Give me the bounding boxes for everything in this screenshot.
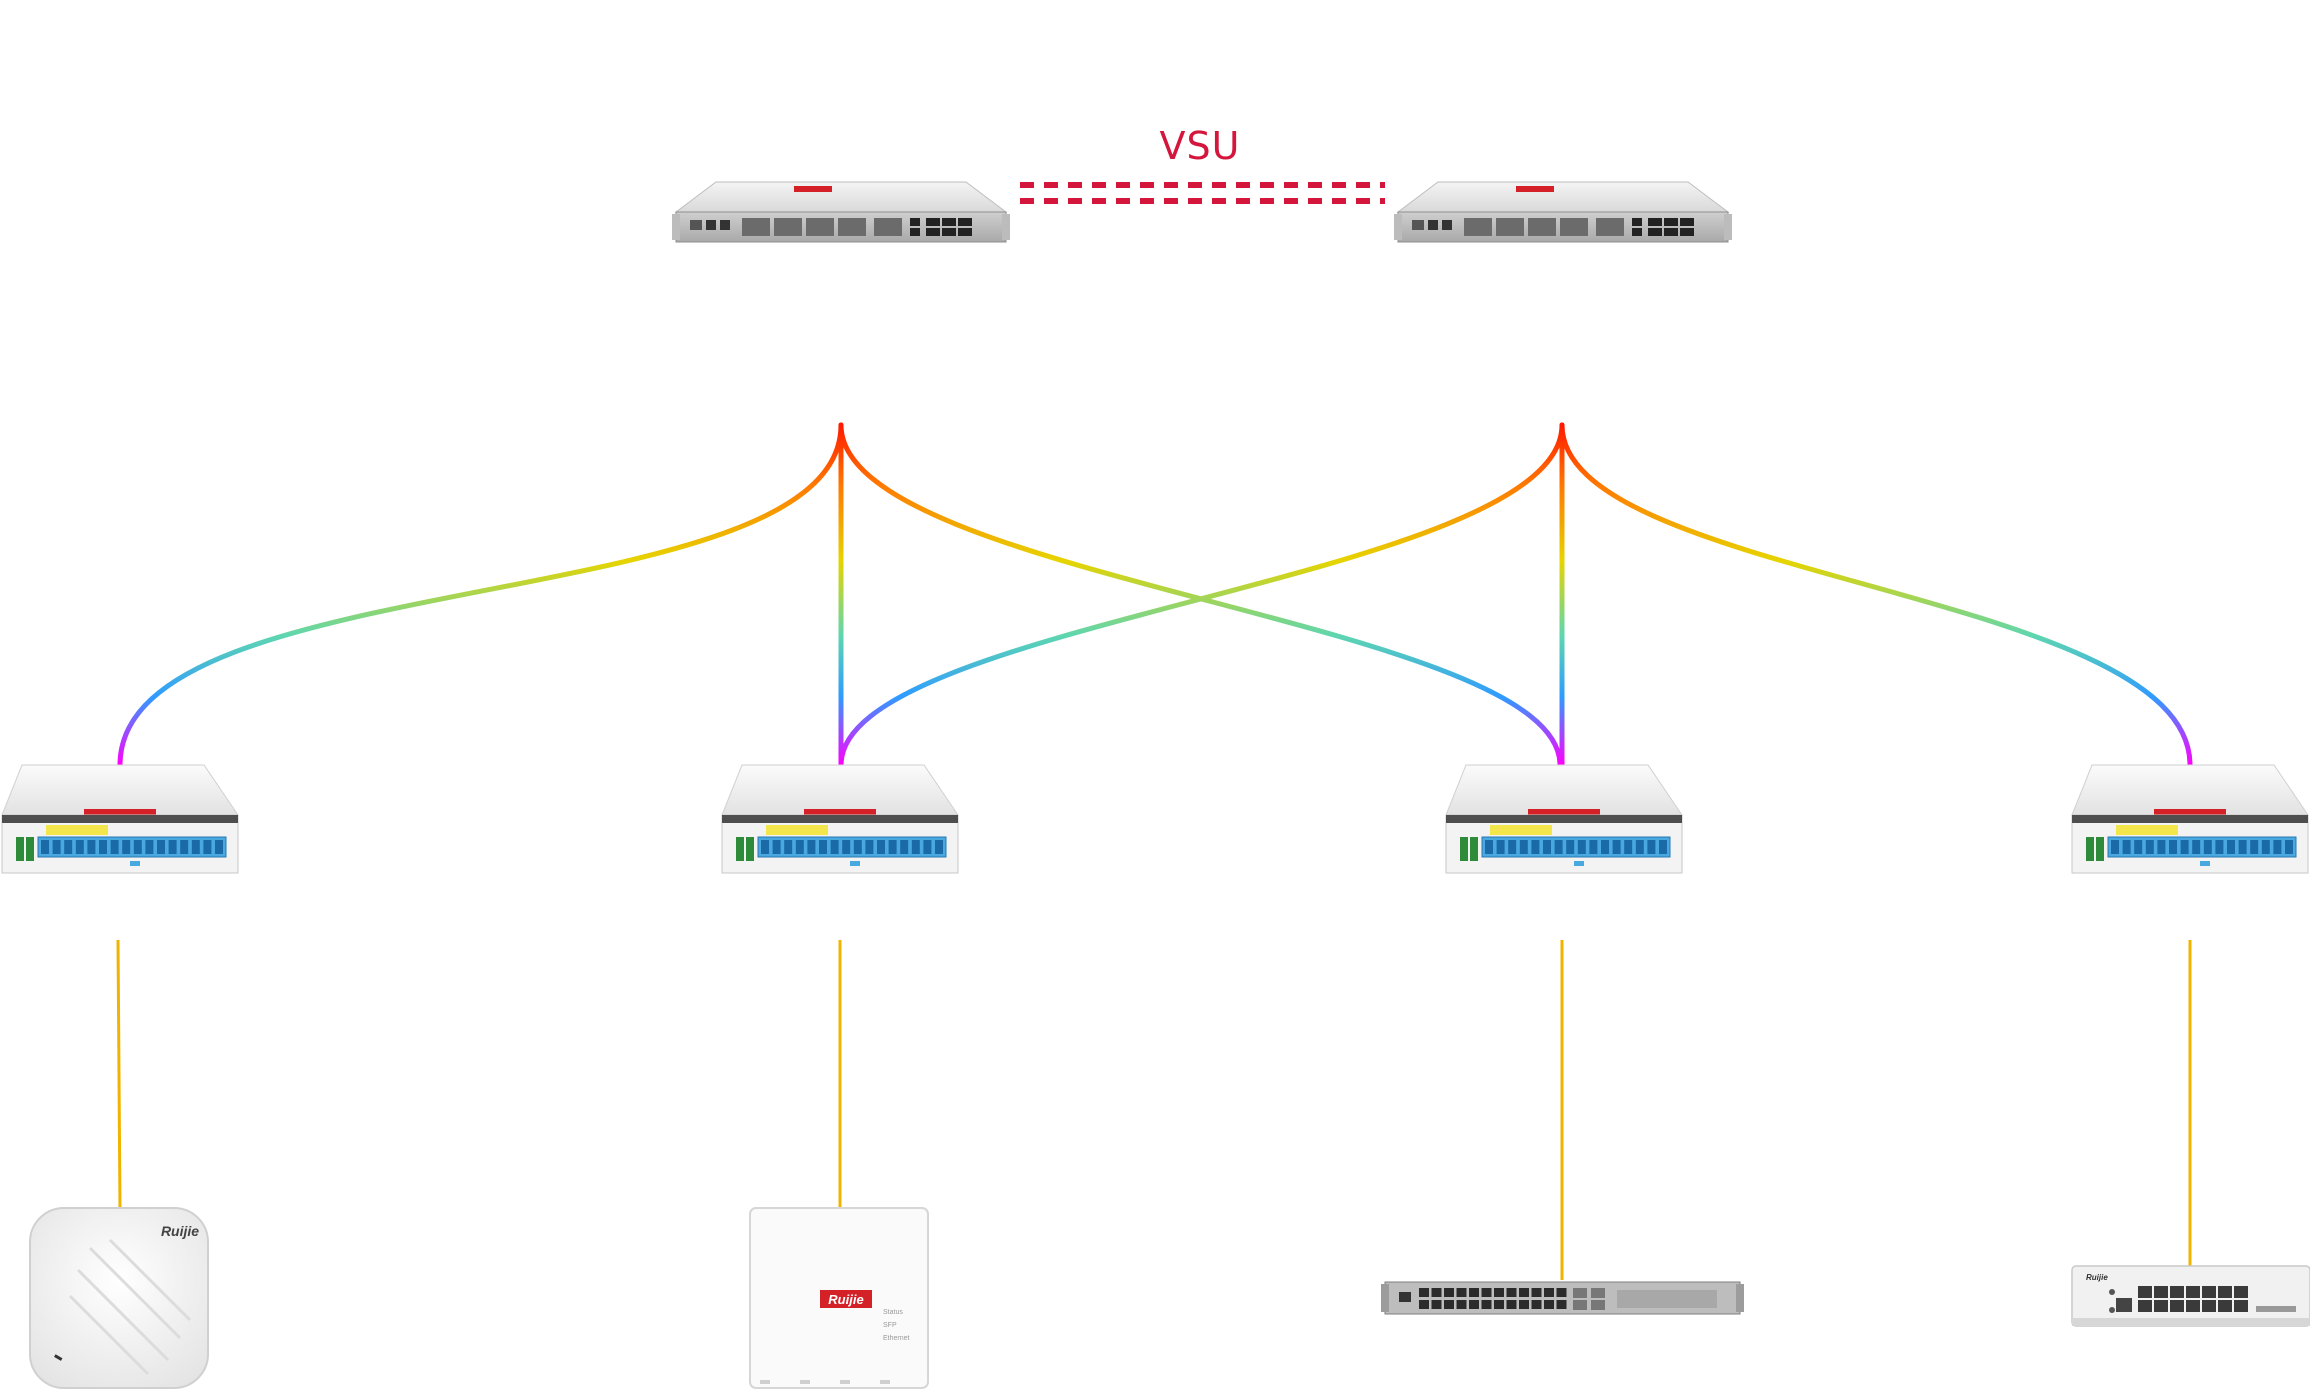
- core-switch-right[interactable]: [1394, 181, 1732, 243]
- fiber-link-left-3: [838, 422, 1563, 768]
- desktop-switch-brand-logo: Ruijie: [2086, 1273, 2108, 1282]
- vsu-label: VSU: [1159, 124, 1241, 168]
- splitter-logo-mark: [84, 809, 156, 815]
- ceiling-access-point[interactable]: Ruijie: [29, 1207, 209, 1389]
- access-links: [116, 939, 2192, 1280]
- wall-ap-status-2: SFP: [883, 1322, 897, 1329]
- wall-ap-logo-plate: [820, 1290, 872, 1308]
- optical-splitter-2[interactable]: [721, 764, 959, 874]
- core-logo-mark: [794, 186, 832, 192]
- wall-access-point[interactable]: Ruijie Status SFP Ethernet: [749, 1207, 929, 1389]
- optical-splitter-1[interactable]: [1, 764, 239, 874]
- splitter-logo-mark: [2154, 809, 2226, 815]
- splitter-logo-mark: [1528, 809, 1600, 815]
- fiber-link-right-3: [1559, 422, 2193, 768]
- vsu-link: [1020, 182, 1385, 204]
- wall-ap-status-3: Ethernet: [883, 1335, 910, 1342]
- access-link-1: [116, 939, 122, 1211]
- desktop-access-switch[interactable]: Ruijie: [2071, 1265, 2310, 1327]
- wall-ap-status-1: Status: [883, 1309, 903, 1316]
- fiber-link-right-1: [838, 422, 1565, 768]
- optical-splitters: [1, 764, 2309, 874]
- rack-access-switch[interactable]: [1381, 1281, 1744, 1315]
- splitter-logo-mark: [804, 809, 876, 815]
- ap-brand-logo: Ruijie: [161, 1223, 199, 1239]
- wall-ap-brand-logo: Ruijie: [828, 1292, 863, 1307]
- core-logo-mark: [1516, 186, 1554, 192]
- optical-splitter-4[interactable]: [2071, 764, 2309, 874]
- fiber-link-left-1: [117, 422, 844, 768]
- fiber-links: [117, 422, 2193, 768]
- optical-splitter-3[interactable]: [1445, 764, 1683, 874]
- core-switch-left[interactable]: [672, 181, 1010, 243]
